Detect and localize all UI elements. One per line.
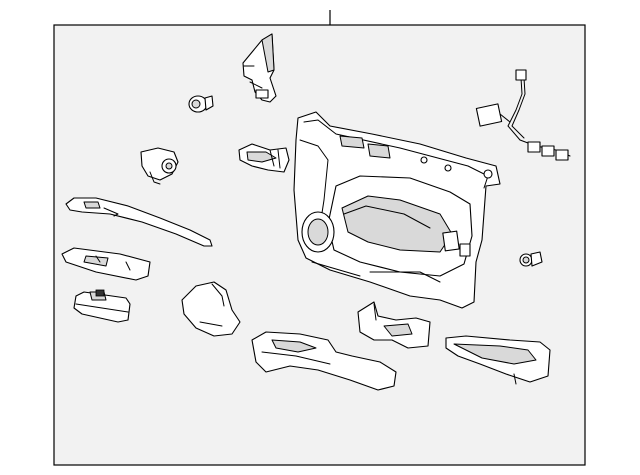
upper-trim-molding (65, 197, 213, 247)
side-clip (519, 251, 543, 267)
armrest-support (251, 331, 397, 391)
door-trim-panel (293, 111, 501, 309)
wiring-harness (475, 69, 571, 161)
lock-actuator (140, 147, 179, 185)
window-switch (73, 289, 131, 323)
lower-trim-insert (445, 335, 551, 385)
pull-cup (357, 301, 431, 349)
switch-bezel (61, 247, 151, 281)
mounting-bracket (242, 33, 277, 103)
push-retainer (188, 95, 214, 113)
door-handle-bezel (238, 143, 290, 173)
armrest-cap (181, 281, 241, 337)
